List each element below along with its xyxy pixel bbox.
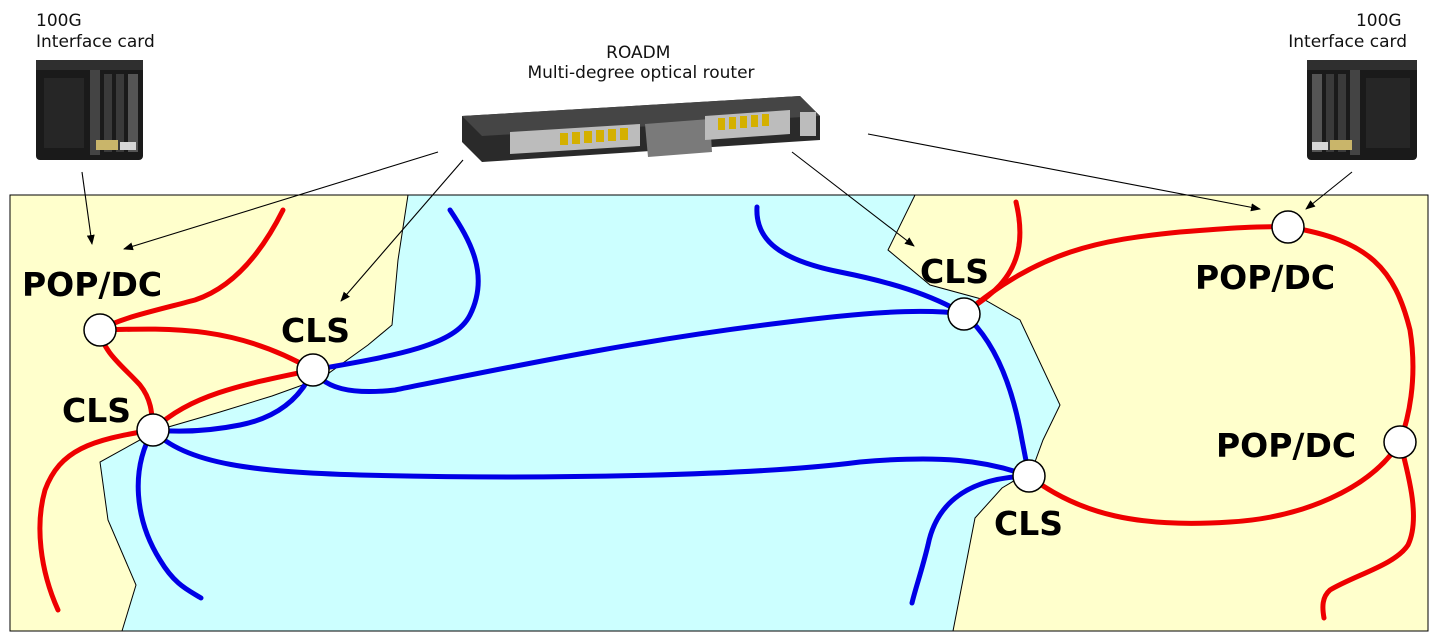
interface-card-right-image — [1307, 60, 1417, 160]
interface-card-left-image — [36, 60, 143, 160]
node-cls-left-upper[interactable] — [296, 353, 330, 387]
label-pop-dc-right-upper: POP/DC — [1195, 258, 1335, 297]
submarine-links — [135, 204, 1032, 606]
label-cls-left-upper: CLS — [281, 311, 350, 350]
left-card-caption: 100G Interface card — [36, 11, 155, 52]
node-cls-right-upper[interactable] — [947, 297, 981, 331]
roadm-caption: ROADM Multi-degree optical router — [527, 43, 754, 83]
pointer-arrows — [81, 133, 1353, 302]
node-pop-dc-right-lower[interactable] — [1383, 425, 1417, 459]
node-cls-right-lower[interactable] — [1012, 459, 1046, 493]
label-cls-left-lower: CLS — [62, 391, 131, 430]
terrestrial-links — [37, 199, 1416, 621]
roadm-router-image — [462, 96, 820, 162]
land-right — [887, 194, 1429, 632]
label-pop-dc-right-lower: POP/DC — [1216, 426, 1356, 465]
land-left — [9, 194, 409, 632]
node-pop-dc-left[interactable] — [83, 313, 117, 347]
label-pop-dc-left: POP/DC — [22, 265, 162, 304]
label-cls-right-upper: CLS — [920, 252, 989, 291]
node-cls-left-lower[interactable] — [136, 413, 170, 447]
right-card-caption: 100G Interface card — [1288, 11, 1407, 52]
label-cls-right-lower: CLS — [994, 504, 1063, 543]
node-pop-dc-right-upper[interactable] — [1271, 210, 1305, 244]
